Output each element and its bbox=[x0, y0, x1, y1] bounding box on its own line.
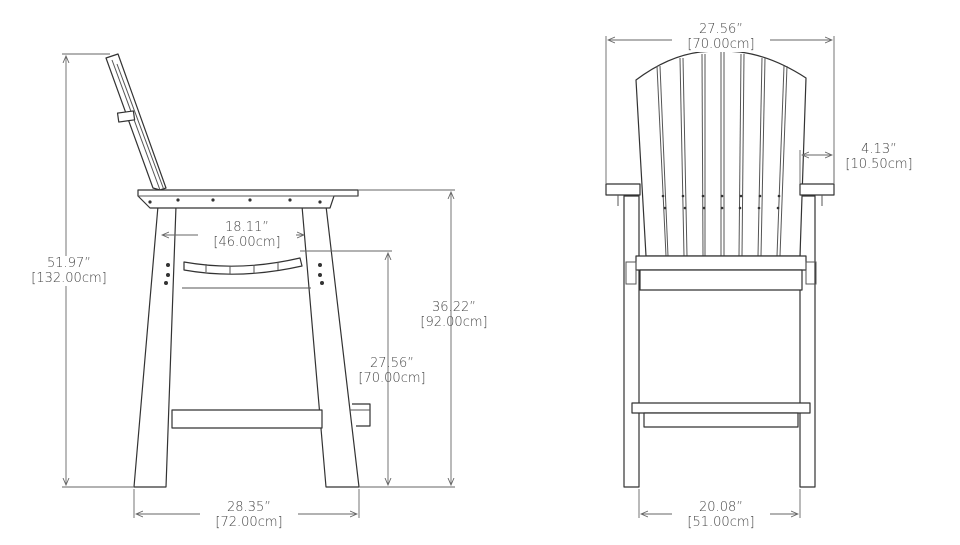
side-seat-depth-in: 18.11” bbox=[225, 220, 269, 235]
side-height-label: 51.97” [132.00cm] bbox=[14, 256, 124, 286]
front-left-armrest bbox=[605, 183, 641, 196]
side-footrest-rail bbox=[171, 409, 323, 429]
side-seat-height-label: 27.56” [70.00cm] bbox=[346, 356, 438, 386]
front-right-leg bbox=[799, 195, 816, 488]
front-width-cm: [70.00cm] bbox=[687, 37, 755, 52]
front-view-chair bbox=[605, 50, 835, 488]
front-width-label: 27.56” [70.00cm] bbox=[672, 22, 770, 52]
front-base-width-in: 20.08” bbox=[699, 500, 743, 515]
side-seat-height-cm: [70.00cm] bbox=[358, 371, 426, 386]
front-overhang-label: 4.13” [10.50cm] bbox=[838, 142, 920, 172]
side-view-chair bbox=[105, 53, 371, 488]
side-seat-height-in: 27.56” bbox=[370, 356, 414, 371]
front-seat bbox=[635, 255, 807, 271]
side-arm-height-cm: [92.00cm] bbox=[420, 315, 488, 330]
front-base-width-cm: [51.00cm] bbox=[687, 515, 755, 530]
side-dimension-lines bbox=[62, 53, 455, 518]
front-base-width-label: 20.08” [51.00cm] bbox=[672, 500, 770, 530]
front-footrest bbox=[631, 402, 811, 414]
side-seat-depth-cm: [46.00cm] bbox=[213, 235, 281, 250]
side-height-in: 51.97” bbox=[47, 256, 91, 271]
side-backrest bbox=[105, 53, 167, 191]
front-width-in: 27.56” bbox=[699, 22, 743, 37]
front-left-leg bbox=[623, 195, 640, 488]
side-height-cm: [132.00cm] bbox=[31, 271, 107, 286]
side-seat bbox=[183, 257, 303, 275]
side-rear-leg bbox=[133, 205, 177, 488]
front-overhang-in: 4.13” bbox=[861, 142, 897, 157]
side-base-depth-cm: [72.00cm] bbox=[215, 515, 283, 530]
side-base-depth-label: 28.35” [72.00cm] bbox=[200, 500, 298, 530]
side-front-leg bbox=[301, 205, 360, 488]
front-right-armrest bbox=[799, 183, 835, 196]
side-arm-height-in: 36.22” bbox=[432, 300, 476, 315]
front-overhang-cm: [10.50cm] bbox=[845, 157, 913, 172]
side-seat-depth-label: 18.11” [46.00cm] bbox=[198, 220, 296, 250]
side-arm-height-label: 36.22” [92.00cm] bbox=[408, 300, 500, 330]
side-armrest bbox=[137, 189, 359, 209]
side-base-depth-in: 28.35” bbox=[227, 500, 271, 515]
